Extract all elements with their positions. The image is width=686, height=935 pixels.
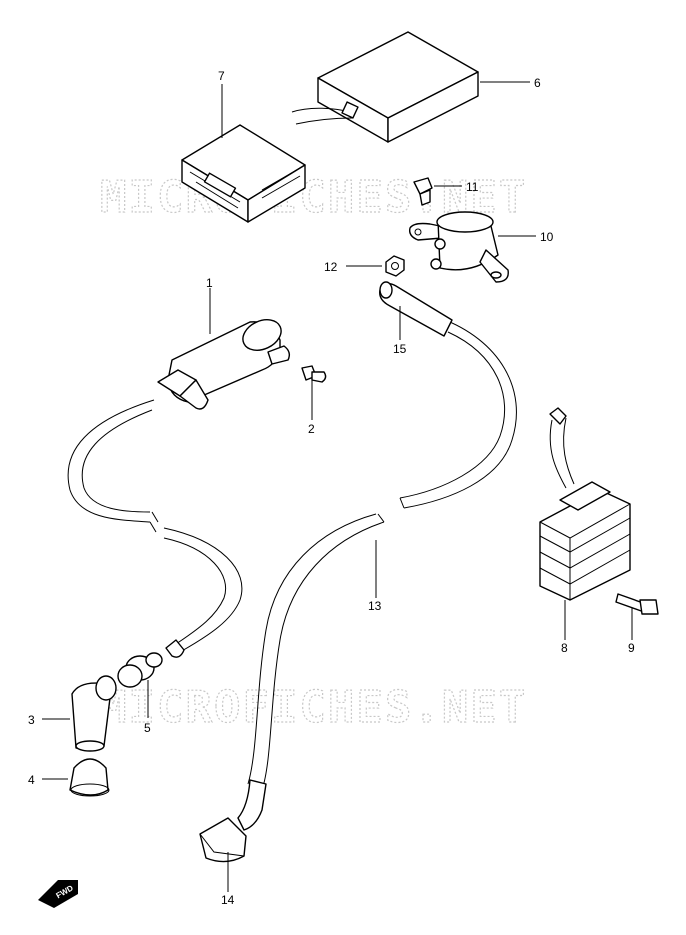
callout-11: 11 [466,180,479,194]
callout-12: 12 [324,260,338,274]
callout-4: 4 [28,773,35,787]
part-4-cap[interactable] [69,758,110,797]
part-14-terminal-boot[interactable] [199,817,247,863]
part-9-bolt[interactable] [615,593,659,615]
callout-5: 5 [144,721,151,735]
part-10-starter-relay[interactable] [408,211,509,283]
callout-9: 9 [628,641,635,655]
part-15-terminal-cover[interactable] [379,281,453,337]
part-8-regulator[interactable] [539,407,631,601]
fwd-arrow-badge: FWD [38,880,78,908]
leader-lines [42,81,633,892]
callout-15: 15 [393,342,407,356]
part-3-plug-cap[interactable] [71,675,117,752]
callout-14: 14 [221,893,235,907]
part-11-bolt[interactable] [413,177,433,206]
callouts: 7 6 1 2 3 4 5 11 10 12 15 13 14 8 9 [28,69,635,907]
part-1-ignition-coil[interactable] [157,314,291,410]
part-7-cdi-unit[interactable] [181,124,306,223]
part-12-nut[interactable] [385,255,405,277]
part-13-starter-cable[interactable] [237,317,517,831]
callout-13: 13 [368,599,382,613]
part-5-seal[interactable] [117,652,163,688]
callout-8: 8 [561,641,568,655]
callout-10: 10 [540,230,554,244]
part-6-box-unit[interactable] [291,31,479,143]
part-2-screw[interactable] [301,365,327,383]
callout-7: 7 [218,69,225,83]
callout-2: 2 [308,422,315,436]
callout-1: 1 [206,276,213,290]
callout-6: 6 [534,76,541,90]
watermark-bottom: MICROFICHES.NET [100,682,527,733]
plug-cord [67,399,243,658]
callout-3: 3 [28,713,35,727]
